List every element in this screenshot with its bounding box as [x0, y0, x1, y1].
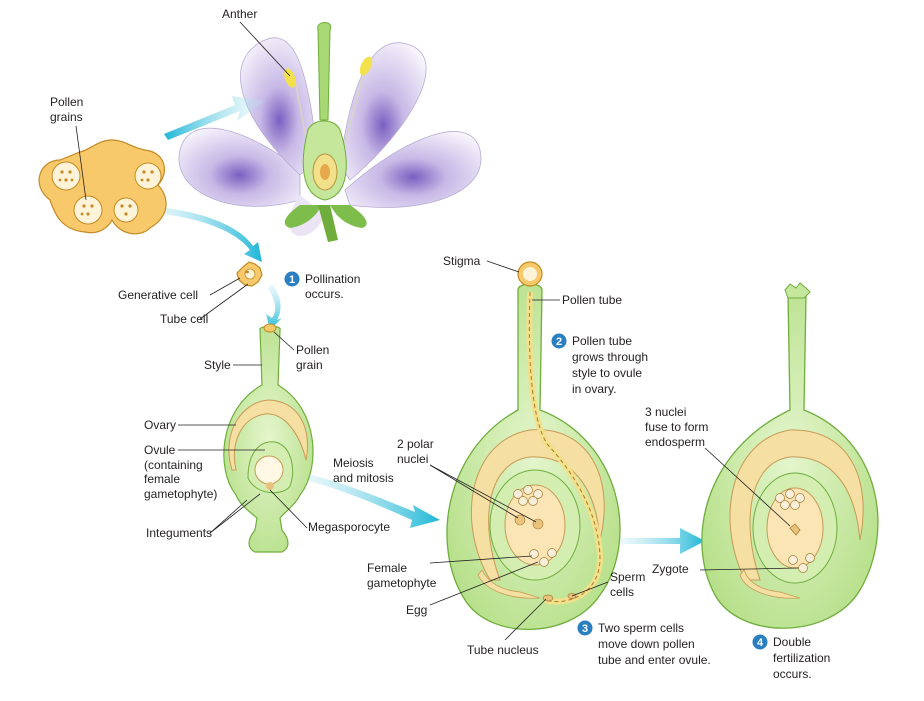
pollen-grains-label-2: grains: [50, 110, 83, 124]
ovule-label-3: female: [144, 472, 180, 486]
ovule-label-1: Ovule: [144, 443, 176, 457]
three-nuclei-label-1: 3 nuclei: [645, 405, 686, 419]
step-1-line-1: Pollination: [305, 272, 360, 286]
step-2-line-3: style to ovule: [572, 366, 642, 380]
stigma-label: Stigma: [443, 254, 481, 268]
step-3: 3 Two sperm cells move down pollen tube …: [577, 620, 711, 667]
step-4-badge: [752, 634, 768, 650]
step-3-badge: [577, 620, 593, 636]
generative-cell-label: Generative cell: [118, 288, 198, 302]
step-4-line-1: Double: [773, 635, 811, 649]
step-1: 1 Pollination occurs.: [284, 271, 360, 301]
pollen-grain-label-1: Pollen: [296, 343, 329, 357]
step-4-number: 4: [757, 637, 764, 649]
tube-cell-label: Tube cell: [160, 312, 208, 326]
egg-label: Egg: [406, 603, 427, 617]
zygote-label: Zygote: [652, 562, 689, 576]
step-2-line-4: in ovary.: [572, 382, 616, 396]
pollen-grains-label-1: Pollen: [50, 95, 83, 109]
step-2-line-2: grows through: [572, 350, 648, 364]
integuments-label: Integuments: [146, 526, 212, 540]
three-nuclei-label-3: endosperm: [645, 435, 705, 449]
two-polar-nuclei-label-2: nuclei: [397, 452, 428, 466]
step-2: 2 Pollen tube grows through style to ovu…: [551, 333, 648, 396]
step-1-line-2: occurs.: [305, 287, 344, 301]
three-nuclei-label-2: fuse to form: [645, 420, 708, 434]
pistil-stage-2: [446, 261, 621, 631]
megasporocyte-label: Megasporocyte: [308, 520, 390, 534]
pollen-grain-label-2: grain: [296, 358, 323, 372]
step-1-badge: [284, 271, 300, 287]
labels: Anther Pollen grains Generative cell Tub…: [50, 7, 708, 657]
two-polar-nuclei-label-1: 2 polar: [397, 437, 434, 451]
pistil-stage-1: [223, 323, 314, 553]
step-3-line-3: tube and enter ovule.: [598, 653, 711, 667]
step-3-line-1: Two sperm cells: [598, 621, 684, 635]
female-gametophyte-label-2: gametophyte: [367, 576, 437, 590]
step-3-line-2: move down pollen: [598, 637, 695, 651]
step-4-line-2: fertilization: [773, 651, 830, 665]
pistil-stage-3: [701, 282, 879, 629]
step-4-line-3: occurs.: [773, 667, 812, 681]
ovule-label-4: gametophyte): [144, 487, 217, 501]
style-label: Style: [204, 358, 231, 372]
step-2-line-1: Pollen tube: [572, 334, 632, 348]
pollen-grain: [236, 261, 263, 287]
step-1-number: 1: [289, 274, 295, 286]
meiosis-label-1: Meiosis: [333, 456, 374, 470]
sperm-cells-label-2: cells: [610, 585, 634, 599]
ovule-label-2: (containing: [144, 458, 203, 472]
flower-illustration: [178, 22, 482, 242]
female-gametophyte-label-1: Female: [367, 561, 407, 575]
anther-cross-section: [38, 139, 167, 235]
ovary-label: Ovary: [144, 418, 176, 432]
step-2-number: 2: [556, 336, 562, 348]
step-4: 4 Double fertilization occurs.: [752, 634, 830, 681]
anther-label: Anther: [222, 7, 257, 21]
meiosis-label-2: and mitosis: [333, 471, 394, 485]
tube-nucleus-label: Tube nucleus: [467, 643, 539, 657]
pollen-tube-label: Pollen tube: [562, 293, 622, 307]
step-3-number: 3: [582, 623, 588, 635]
sperm-cells-label-1: Sperm: [610, 570, 645, 584]
step-2-badge: [551, 333, 567, 349]
leader-lines: [75, 21, 799, 641]
